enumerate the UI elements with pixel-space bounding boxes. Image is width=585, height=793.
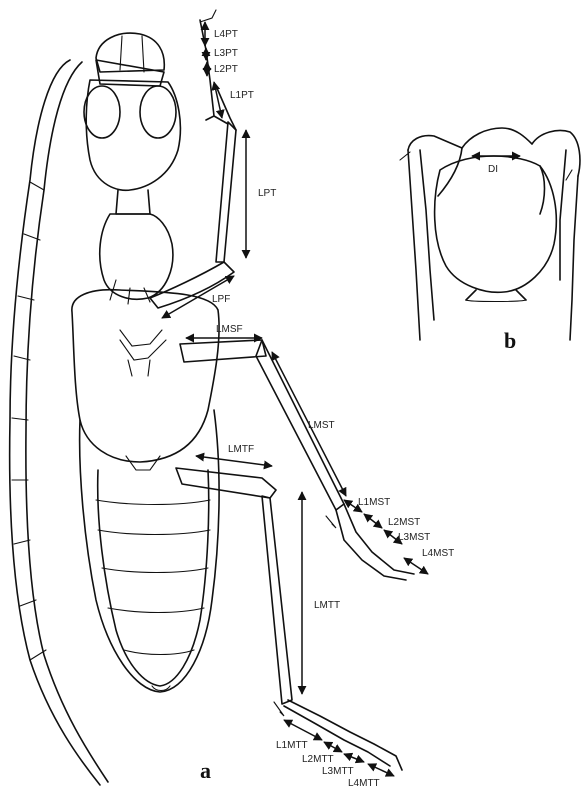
label-L4MST: L4MST <box>422 548 454 559</box>
label-L1MST: L1MST <box>358 497 390 508</box>
panel-label-a: a <box>200 758 211 783</box>
label-L2MST: L2MST <box>388 517 420 528</box>
label-DI: DI <box>488 164 498 175</box>
label-L1PT: L1PT <box>230 90 254 101</box>
left-eye <box>84 86 120 138</box>
antenna <box>10 60 100 785</box>
label-LMSF: LMSF <box>216 324 243 335</box>
panel-label-b: b <box>504 328 516 353</box>
label-L3MTT: L3MTT <box>322 766 354 777</box>
label-LMTF: LMTF <box>228 444 254 455</box>
fore-leg-tibia <box>216 122 236 262</box>
right-eye <box>140 86 176 138</box>
thorax <box>72 290 219 462</box>
label-L2PT: L2PT <box>214 64 238 75</box>
insect-drawing <box>10 10 414 785</box>
label-LPF: LPF <box>212 294 230 305</box>
label-L3MST: L3MST <box>398 532 430 543</box>
label-L1MTT: L1MTT <box>276 740 308 751</box>
mid-leg-femur <box>180 340 266 362</box>
measurement-arrows <box>162 22 428 776</box>
abdomen <box>80 410 219 692</box>
measurement-labels: L4PT L3PT L2PT L1PT LPT LPF LMSF LMST L1… <box>212 29 454 789</box>
label-L4PT: L4PT <box>214 29 238 40</box>
label-LPT: LPT <box>258 188 276 199</box>
label-L2MTT: L2MTT <box>302 754 334 765</box>
prothorax <box>100 214 173 299</box>
label-L4MTT: L4MTT <box>348 778 380 789</box>
hind-leg-tibia <box>262 496 292 704</box>
hind-leg-femur <box>176 468 276 498</box>
label-LMTT: LMTT <box>314 600 340 611</box>
label-LMST: LMST <box>308 420 335 431</box>
head-detail-drawing: DI <box>400 128 580 340</box>
label-L3PT: L3PT <box>214 48 238 59</box>
